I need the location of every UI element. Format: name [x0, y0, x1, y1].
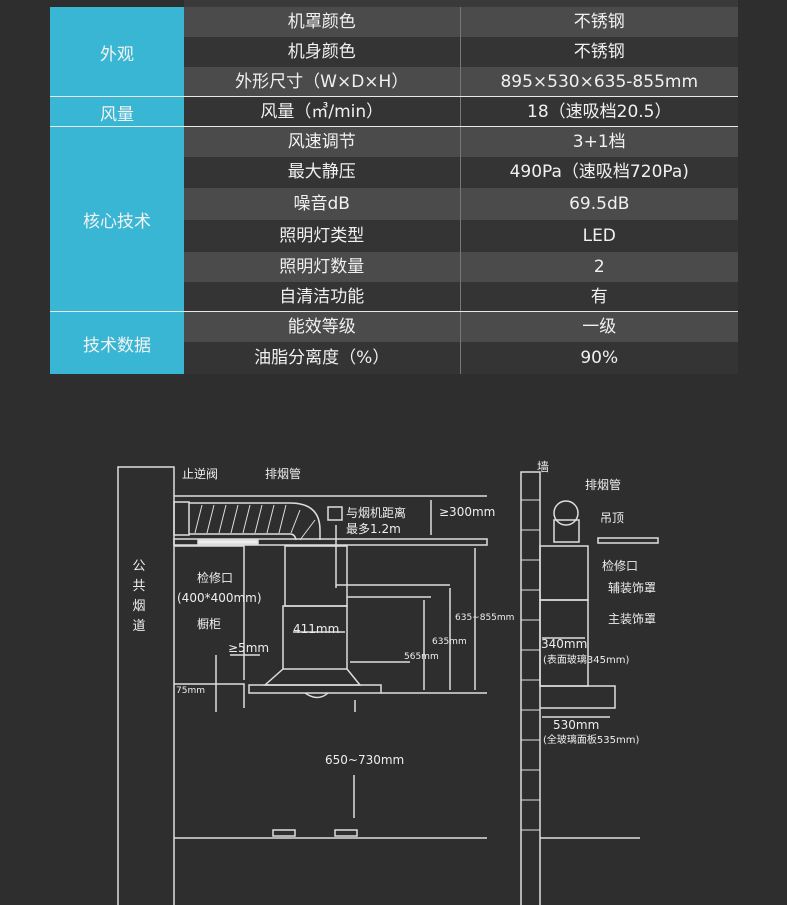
label-wall: 墙: [537, 460, 549, 474]
label-ceiling-gap: ≥300mm: [439, 505, 495, 519]
label-h3: 635~855mm: [455, 613, 514, 623]
spec-name: 能效等级: [287, 317, 356, 337]
label-check-valve: 止逆阀: [182, 466, 218, 481]
label-public-flue-1: 公: [132, 559, 145, 574]
installation-diagram: 止逆阀 排烟管 与烟机距离 最多1.2m ≥300mm 公 共 烟 道 检修口 …: [117, 460, 659, 905]
spec-category: 风量: [50, 97, 184, 127]
spec-value: LED: [459, 220, 739, 252]
label-h2: 635mm: [432, 637, 467, 647]
label-panel: 530mm: [553, 718, 599, 732]
label-access-size: (400*400mm): [177, 591, 262, 605]
spec-name: 机罩颜色: [287, 12, 356, 32]
label-depth: 340mm: [541, 637, 587, 651]
spec-value: 2: [459, 252, 739, 282]
table-top-band: [184, 0, 738, 7]
spec-row: 风速调节 3+1档: [184, 127, 738, 157]
label-public-flue-2: 共: [132, 579, 145, 594]
spec-value: 不锈钢: [459, 7, 739, 37]
label-socket-note-2: 最多1.2m: [346, 522, 401, 536]
spec-row: 能效等级 一级: [184, 312, 738, 342]
spec-row: 油脂分离度（%） 90%: [184, 342, 738, 374]
spec-name: 照明灯类型: [279, 226, 365, 246]
label-offset: 75mm: [176, 686, 205, 696]
spec-value: 18（速吸档20.5）: [459, 97, 739, 127]
spec-value: 不锈钢: [459, 37, 739, 67]
public-flue: [117, 466, 175, 905]
spec-name: 最大静压: [287, 162, 356, 182]
spec-name: 风速调节: [287, 132, 356, 152]
spec-value: 一级: [459, 312, 739, 342]
spec-table: 机罩颜色不锈钢机身颜色不锈钢外形尺寸（W×D×H）895×530×635-855…: [50, 0, 738, 374]
label-public-flue-4: 道: [132, 619, 145, 634]
hood-panel: [248, 684, 382, 694]
spec-row: 自清洁功能 有: [184, 282, 738, 312]
spec-value: 3+1档: [459, 127, 739, 157]
spec-value: 有: [459, 282, 739, 312]
ceiling-slab: [173, 538, 488, 546]
label-public-flue-3: 烟: [132, 599, 145, 614]
spec-name: 噪音dB: [293, 194, 350, 214]
label-side-access-port: 检修口: [602, 558, 638, 573]
spec-category: 核心技术: [50, 127, 184, 312]
label-stove-height: 650~730mm: [325, 753, 404, 767]
spec-value: 895×530×635-855mm: [459, 67, 739, 97]
spec-name: 风量（㎥/min）: [260, 102, 384, 122]
spec-row: 外形尺寸（W×D×H） 895×530×635-855mm: [184, 67, 738, 97]
spec-row: 机罩颜色 不锈钢: [184, 7, 738, 37]
label-h1: 565mm: [404, 652, 439, 662]
spec-category: 外观: [50, 7, 184, 97]
spec-name: 照明灯数量: [279, 257, 365, 277]
label-side-exhaust-pipe: 排烟管: [585, 477, 621, 492]
spec-row: 照明灯数量 2: [184, 252, 738, 282]
label-exhaust-pipe: 排烟管: [265, 466, 301, 481]
label-main-cover: 主装饰罩: [608, 612, 656, 626]
spec-row: 照明灯类型 LED: [184, 220, 738, 252]
label-socket-note-1: 与烟机距离: [346, 505, 406, 520]
label-cabinet: 橱柜: [197, 617, 221, 631]
label-depth-note: (表面玻璃345mm): [543, 653, 629, 666]
spec-row: 最大静压 490Pa（速吸档720Pa): [184, 157, 738, 188]
label-aux-cover: 辅装饰罩: [608, 581, 656, 595]
spec-value: 90%: [459, 342, 739, 374]
label-gap: ≥5mm: [228, 641, 269, 655]
spec-name: 外形尺寸（W×D×H）: [235, 72, 409, 92]
label-ceiling: 吊顶: [600, 511, 624, 525]
spec-row: 机身颜色 不锈钢: [184, 37, 738, 67]
spec-row: 噪音dB 69.5dB: [184, 188, 738, 220]
label-access-port: 检修口: [197, 570, 233, 585]
spec-name: 油脂分离度（%）: [254, 348, 390, 368]
spec-category: 技术数据: [50, 312, 184, 374]
label-panel-note: (全玻璃面板535mm): [543, 733, 639, 746]
spec-value: 69.5dB: [459, 188, 739, 220]
label-width: 411mm: [293, 622, 339, 636]
spec-name: 机身颜色: [287, 42, 356, 62]
spec-value: 490Pa（速吸档720Pa): [459, 157, 739, 188]
wall: [520, 471, 541, 905]
spec-name: 自清洁功能: [279, 287, 365, 307]
spec-row: 风量（㎥/min） 18（速吸档20.5）: [184, 97, 738, 127]
